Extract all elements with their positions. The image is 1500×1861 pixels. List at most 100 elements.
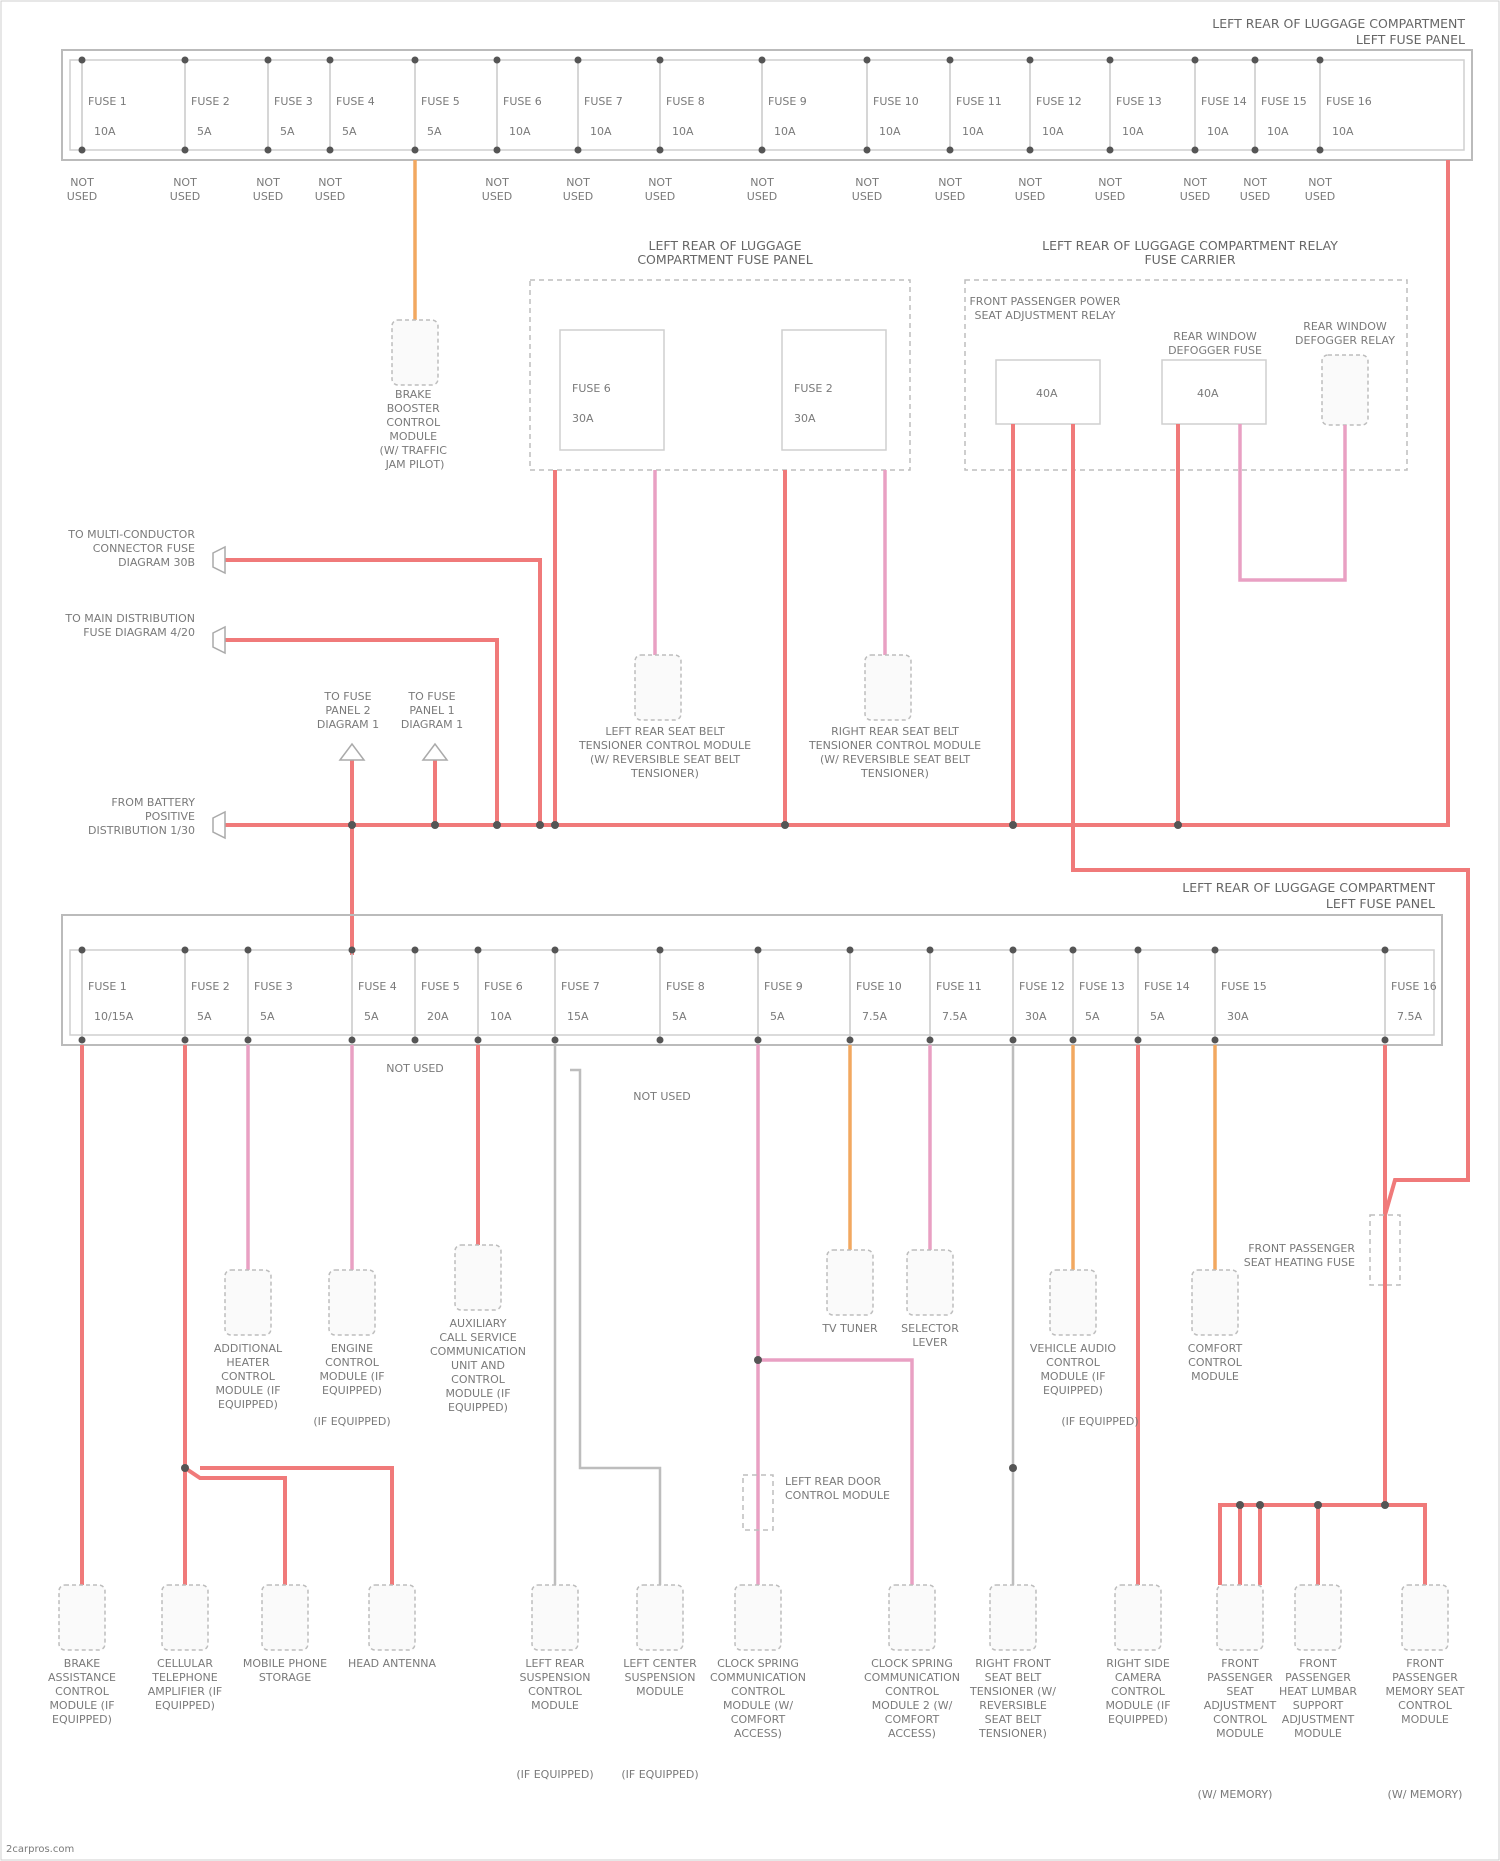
bottom-panel-subtitle: LEFT FUSE PANEL (1326, 896, 1435, 911)
mid-component-label-line: MODULE (1191, 1370, 1239, 1383)
bottom-component-label-line: FRONT (1299, 1657, 1337, 1670)
bottom-component-4[interactable]: HEAD ANTENNA (348, 1585, 437, 1670)
top-fuse-5[interactable]: FUSE 55A (412, 57, 460, 154)
mid-box-title: LEFT REAR OF LUGGAGECOMPARTMENT FUSE PAN… (637, 238, 812, 267)
brake-booster-label-l6: JAM PILOT) (385, 458, 445, 471)
bottom-fuse-10[interactable]: FUSE 107.5A (847, 947, 902, 1044)
bottom-fuse-8[interactable]: FUSE 85A (657, 947, 705, 1044)
bottom-fuse-node-bottom (475, 1037, 482, 1044)
bottom-fuse-node-top (1382, 947, 1389, 954)
top-fuse-panel: LEFT REAR OF LUGGAGE COMPARTMENT LEFT FU… (62, 16, 1472, 203)
bottom-fuse-2[interactable]: FUSE 25A (182, 947, 230, 1044)
bottom-component-label-line: TELEPHONE (151, 1671, 218, 1684)
bottom-component-label-line: CLOCK SPRING (871, 1657, 953, 1670)
bottom-fuse-16[interactable]: FUSE 167.5A (1382, 947, 1437, 1044)
mid-box-title-line: COMPARTMENT FUSE PANEL (637, 252, 812, 267)
top-fuse-notused-line: USED (563, 190, 593, 203)
bottom-fuse-node-bottom (79, 1037, 86, 1044)
node-b7 (1381, 1501, 1389, 1509)
mid-component-4[interactable]: TV TUNER (821, 1250, 878, 1335)
bottom-fuse-3[interactable]: FUSE 35A (245, 947, 293, 1044)
top-fuse-notused-line: NOT (485, 176, 509, 189)
ref-fuse-panel-1-line: PANEL 1 (409, 704, 454, 717)
left-references: TO MULTI-CONDUCTORCONNECTOR FUSEDIAGRAM … (64, 528, 463, 838)
top-fuse-name: FUSE 15 (1261, 95, 1307, 108)
top-fuse-node-bottom (575, 147, 582, 154)
bottom-fuse-rating: 5A (197, 1010, 212, 1023)
bottom-fuse-node-bottom (847, 1037, 854, 1044)
bottom-fuse-11[interactable]: FUSE 117.5A (927, 947, 982, 1044)
bottom-fuse-1[interactable]: FUSE 110/15A (79, 947, 134, 1044)
top-fuse-node-top (575, 57, 582, 64)
bottom-fuse-9[interactable]: FUSE 95A (755, 947, 803, 1044)
left-rear-door-label: LEFT REAR DOORCONTROL MODULE (785, 1475, 890, 1502)
bottom-component-label-line: MODULE (1401, 1713, 1449, 1726)
top-fuse-notused-line: NOT (256, 176, 280, 189)
top-fuse-notused-line: NOT (566, 176, 590, 189)
top-panel-subtitle: LEFT FUSE PANEL (1356, 32, 1465, 47)
bottom-fuse-4[interactable]: FUSE 45A (349, 947, 397, 1044)
brake-booster-module[interactable]: BRAKE BOOSTER CONTROL MODULE (W/ TRAFFIC… (380, 160, 451, 471)
top-fuse-notused-line: USED (67, 190, 97, 203)
mid-component-label-line: CONTROL (221, 1370, 276, 1383)
top-fuse-node-top (1107, 57, 1114, 64)
node-b1 (181, 1464, 189, 1472)
mid-component-label: TV TUNER (821, 1322, 878, 1335)
mid-component-connector (1192, 1270, 1238, 1335)
rear-window-relay-label-line: DEFOGGER RELAY (1295, 334, 1395, 347)
bottom-component-label-line: REVERSIBLE (979, 1699, 1047, 1712)
mid-component-connector (225, 1270, 271, 1335)
node-3 (493, 821, 501, 829)
top-fuse-notused-line: USED (852, 190, 882, 203)
